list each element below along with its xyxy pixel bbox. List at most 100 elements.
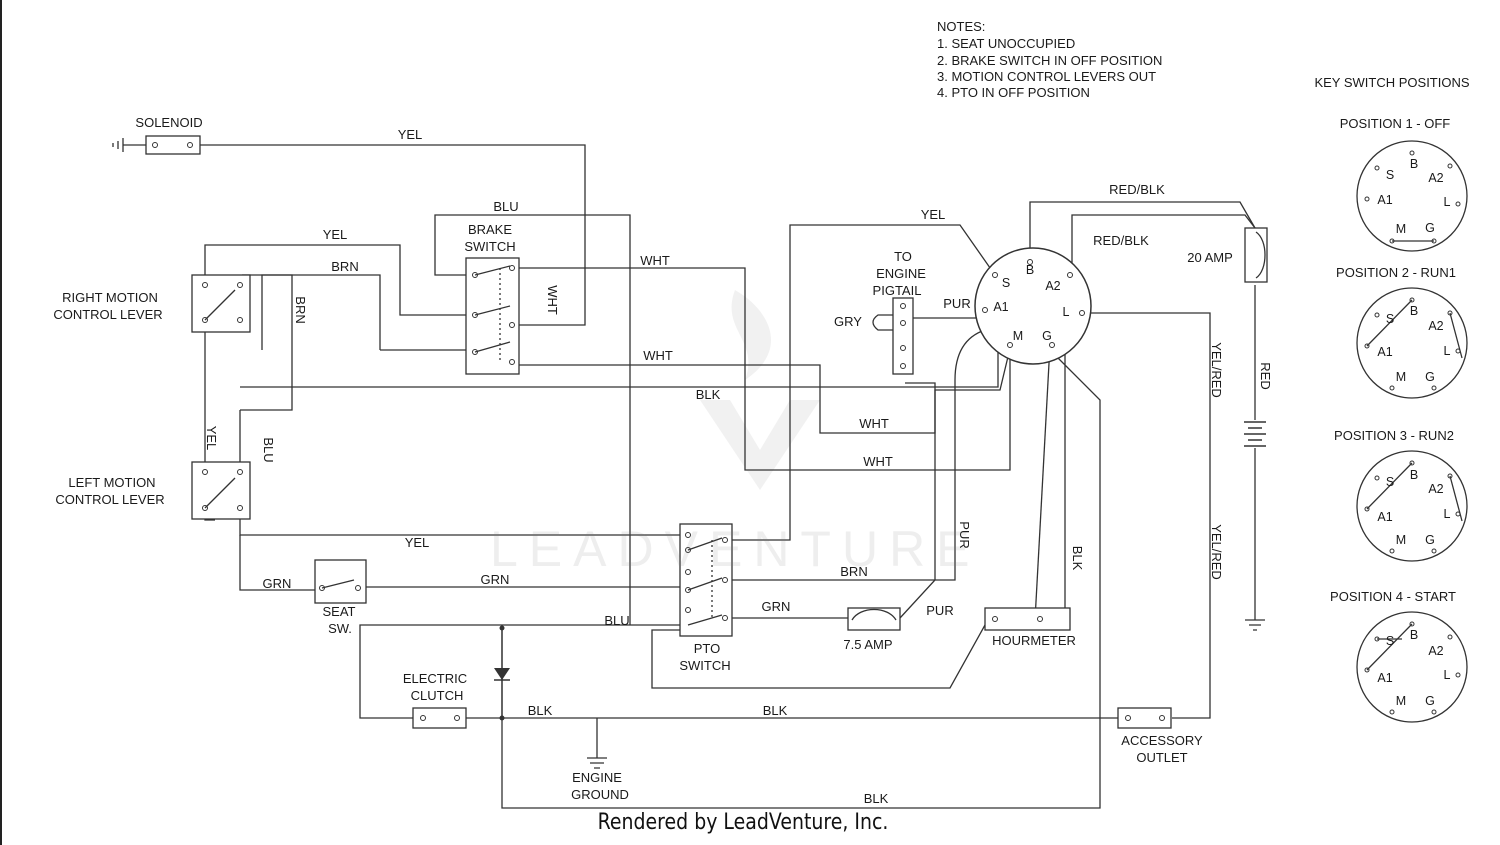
pigtail-label-1: TO	[894, 249, 912, 264]
wire-blk-bottom: BLK	[864, 791, 889, 806]
kp4-l: L	[1444, 668, 1451, 682]
pto-switch-label-1: PTO	[694, 641, 721, 656]
diode-icon	[494, 625, 510, 721]
pigtail-label-2: ENGINE	[876, 266, 926, 281]
kp1-a1: A1	[1377, 193, 1392, 207]
pigtail-label-3: PIGTAIL	[873, 283, 922, 298]
key-position-4: B S A2 A1 L M G	[1356, 611, 1468, 723]
key-position-4-label: POSITION 4 - START	[1330, 589, 1456, 604]
key-pin-m: M	[1013, 329, 1023, 343]
kp2-a2: A2	[1428, 319, 1443, 333]
accessory-label-1: ACCESSORY	[1121, 733, 1203, 748]
kp3-a2: A2	[1428, 482, 1443, 496]
engine-ground-label-2: GROUND	[571, 787, 629, 802]
wire-blu-top: BLU	[493, 199, 518, 214]
accessory-label-2: OUTLET	[1136, 750, 1187, 765]
key-pin-a2: A2	[1045, 279, 1060, 293]
wire-red-blk-1: RED/BLK	[1109, 182, 1165, 197]
wire-yel-red-lower: YEL/RED	[1209, 524, 1224, 580]
wire-wht-lower: WHT	[863, 454, 893, 469]
wire-wht-mid: WHT	[643, 348, 673, 363]
key-position-2-label: POSITION 2 - RUN1	[1336, 265, 1456, 280]
wire-wht-pigtail: WHT	[859, 416, 889, 431]
pto-switch	[679, 523, 733, 637]
wire-wht-top: WHT	[640, 253, 670, 268]
wire-pur-fuse: PUR	[926, 603, 953, 618]
clutch-label-2: CLUTCH	[411, 688, 464, 703]
kp4-m: M	[1396, 694, 1406, 708]
wire-yel-left: YEL	[323, 227, 348, 242]
wire-blk-clutch: BLK	[528, 703, 553, 718]
wire-grn-left: GRN	[263, 576, 292, 591]
seat-switch-label-1: SEAT	[323, 604, 356, 619]
fuse-7-5-amp	[847, 607, 901, 631]
wire-yel-key: YEL	[921, 207, 946, 222]
left-lever-label-1: LEFT MOTION	[68, 475, 155, 490]
kp3-l: L	[1444, 507, 1451, 521]
seat-switch	[314, 559, 367, 604]
notes-heading: NOTES:	[937, 19, 985, 34]
kp2-b: B	[1410, 304, 1418, 318]
wire-grn-fuse: GRN	[762, 599, 791, 614]
key-position-1: B S A2 A1 L M G	[1356, 140, 1468, 252]
hourmeter	[984, 607, 1071, 631]
seat-switch-label-2: SW.	[328, 621, 352, 636]
wire-wht-vertical: WHT	[545, 285, 560, 315]
wire-yel-solenoid: YEL	[398, 127, 423, 142]
engine-ground-icon	[587, 757, 607, 769]
brake-switch-label-2: SWITCH	[464, 239, 515, 254]
kp1-a2: A2	[1428, 171, 1443, 185]
key-pin-s: S	[1002, 276, 1010, 290]
solenoid-label: SOLENOID	[135, 115, 202, 130]
kp1-m: M	[1396, 222, 1406, 236]
footer-credit: Rendered by LeadVenture, Inc.	[597, 810, 889, 835]
brake-switch-label-1: BRAKE	[468, 222, 512, 237]
wire-brn-pto: BRN	[840, 564, 867, 579]
key-position-1-label: POSITION 1 - OFF	[1340, 116, 1451, 131]
fuse-main-label: 20 AMP	[1187, 250, 1233, 265]
kp4-a1: A1	[1377, 671, 1392, 685]
kp3-b: B	[1410, 468, 1418, 482]
kp3-m: M	[1396, 533, 1406, 547]
battery-icon	[1244, 421, 1266, 631]
note-3: 3. MOTION CONTROL LEVERS OUT	[937, 69, 1156, 84]
kp2-s: S	[1386, 312, 1394, 326]
wire-yel-red-upper: YEL/RED	[1209, 342, 1224, 398]
kp1-s: S	[1386, 168, 1394, 182]
page-border-left	[0, 0, 2, 845]
wire-blk-long: BLK	[696, 387, 721, 402]
right-motion-control-lever	[191, 274, 251, 333]
wires	[123, 144, 1256, 809]
wire-pur-key: PUR	[943, 296, 970, 311]
note-2: 2. BRAKE SWITCH IN OFF POSITION	[937, 53, 1162, 68]
wire-yel-bottom: YEL	[405, 535, 430, 550]
wire-red-vertical: RED	[1258, 362, 1273, 389]
key-pin-g: G	[1042, 329, 1052, 343]
kp1-l: L	[1444, 195, 1451, 209]
key-pin-a1: A1	[993, 300, 1008, 314]
kp2-m: M	[1396, 370, 1406, 384]
right-lever-label-1: RIGHT MOTION	[62, 290, 158, 305]
kp4-g: G	[1425, 694, 1435, 708]
left-lever-label-2: CONTROL LEVER	[55, 492, 164, 507]
solenoid	[112, 135, 201, 155]
wire-brn-vertical: BRN	[293, 296, 308, 323]
kp1-g: G	[1425, 221, 1435, 235]
right-lever-label-2: CONTROL LEVER	[53, 307, 162, 322]
hourmeter-label: HOURMETER	[992, 633, 1076, 648]
kp2-g: G	[1425, 370, 1435, 384]
brake-switch	[465, 257, 520, 375]
wire-red-blk-2: RED/BLK	[1093, 233, 1149, 248]
key-switch-title: KEY SWITCH POSITIONS	[1314, 75, 1469, 90]
kp2-l: L	[1444, 344, 1451, 358]
wire-gry: GRY	[834, 314, 862, 329]
kp4-b: B	[1410, 628, 1418, 642]
kp1-b: B	[1410, 157, 1418, 171]
wire-brn-top: BRN	[331, 259, 358, 274]
key-position-3-label: POSITION 3 - RUN2	[1334, 428, 1454, 443]
engine-ground-label-1: ENGINE	[572, 770, 622, 785]
wire-pur-vertical: PUR	[957, 521, 972, 548]
key-switch-main: B S A2 A1 L M G	[974, 247, 1092, 365]
wire-blk-accessory: BLK	[763, 703, 788, 718]
